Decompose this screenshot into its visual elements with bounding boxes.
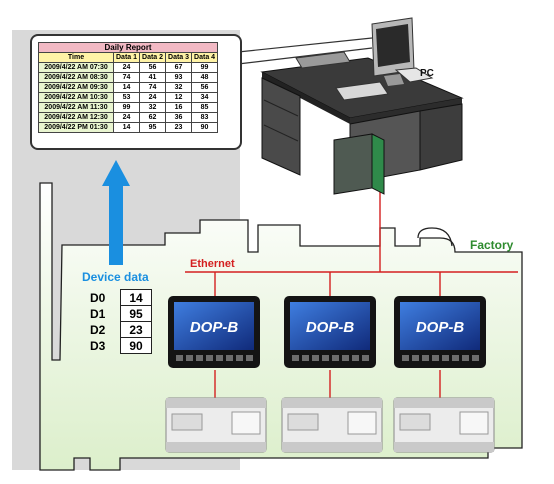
report-time: 2009/4/22 AM 12:30 xyxy=(38,112,114,123)
report-time: 2009/4/22 AM 07:30 xyxy=(38,62,114,73)
daily-report-callout: Daily Report Time Data 1 Data 2 Data 3 D… xyxy=(30,34,242,150)
report-title: Daily Report xyxy=(37,42,219,53)
report-time: 2009/4/22 AM 09:30 xyxy=(38,82,114,93)
report-time: 2009/4/22 AM 10:30 xyxy=(38,92,114,103)
report-value: 32 xyxy=(139,102,167,113)
list-item: D2 23 xyxy=(86,321,152,338)
factory-dome xyxy=(417,227,453,247)
ethernet-label: Ethernet xyxy=(190,258,235,270)
report-value: 24 xyxy=(112,112,141,123)
report-value: 56 xyxy=(191,82,219,93)
register-value: 14 xyxy=(120,289,152,306)
report-value: 93 xyxy=(165,72,193,83)
plc-module-icon xyxy=(165,397,267,453)
register-name: D3 xyxy=(90,338,106,353)
report-value: 16 xyxy=(165,102,193,113)
report-header: Data 4 xyxy=(191,52,219,63)
hmi-panel-icon: DOP-B xyxy=(394,296,486,368)
table-row: 2009/4/22 AM 10:30 53 24 12 34 xyxy=(38,92,219,103)
report-value: 99 xyxy=(112,102,141,113)
plc-module-icon xyxy=(281,397,383,453)
report-value: 41 xyxy=(139,72,167,83)
report-value: 14 xyxy=(112,82,141,93)
report-value: 99 xyxy=(191,62,219,73)
report-value: 53 xyxy=(112,92,141,103)
report-value: 14 xyxy=(112,122,141,133)
hmi-logo: DOP-B xyxy=(306,319,355,336)
register-name: D2 xyxy=(90,322,106,337)
register-value: 90 xyxy=(120,337,152,354)
report-value: 24 xyxy=(139,92,167,103)
report-value: 67 xyxy=(165,62,193,73)
report-value: 85 xyxy=(191,102,219,113)
upload-arrow-icon xyxy=(102,160,130,265)
report-time: 2009/4/22 AM 11:30 xyxy=(38,102,114,113)
device-data-table: D0 14 D1 95 D2 23 D3 90 xyxy=(86,289,152,354)
hmi-panel-icon: DOP-B xyxy=(168,296,260,368)
list-item: D0 14 xyxy=(86,289,152,306)
device-data-label: Device data xyxy=(82,270,149,284)
daily-report-table: Daily Report Time Data 1 Data 2 Data 3 D… xyxy=(37,42,219,133)
report-time: 2009/4/22 PM 01:30 xyxy=(38,122,114,133)
register-value: 23 xyxy=(120,321,152,338)
report-value: 95 xyxy=(139,122,167,133)
report-value: 34 xyxy=(191,92,219,103)
table-row: 2009/4/22 AM 09:30 14 74 32 56 xyxy=(38,82,219,93)
desktop-pc-icon xyxy=(260,17,464,195)
register-name: D0 xyxy=(90,290,106,305)
report-value: 23 xyxy=(165,122,193,133)
report-time: 2009/4/22 AM 08:30 xyxy=(38,72,114,83)
report-value: 36 xyxy=(165,112,193,123)
report-value: 24 xyxy=(112,62,141,73)
report-value: 74 xyxy=(139,82,167,93)
report-header: Data 1 xyxy=(112,52,141,63)
report-value: 90 xyxy=(191,122,219,133)
table-row: 2009/4/22 AM 12:30 24 62 36 83 xyxy=(38,112,219,123)
table-row: 2009/4/22 PM 01:30 14 95 23 90 xyxy=(38,122,219,133)
report-value: 48 xyxy=(191,72,219,83)
hmi-panel-icon: DOP-B xyxy=(284,296,376,368)
table-row: 2009/4/22 AM 07:30 24 56 67 99 xyxy=(38,62,219,73)
report-value: 62 xyxy=(139,112,167,123)
report-value: 74 xyxy=(112,72,141,83)
ethernet-lines xyxy=(185,190,518,400)
report-header: Data 3 xyxy=(165,52,193,63)
hmi-logo: DOP-B xyxy=(416,319,465,336)
list-item: D3 90 xyxy=(86,337,152,354)
report-value: 83 xyxy=(191,112,219,123)
report-header: Time xyxy=(38,52,114,63)
plc-module-icon xyxy=(393,397,495,453)
list-item: D1 95 xyxy=(86,305,152,322)
report-value: 12 xyxy=(165,92,193,103)
report-value: 56 xyxy=(139,62,167,73)
register-value: 95 xyxy=(120,305,152,322)
report-header: Data 2 xyxy=(139,52,167,63)
table-row: 2009/4/22 AM 11:30 99 32 16 85 xyxy=(38,102,219,113)
factory-label: Factory xyxy=(470,238,514,252)
callout-pointer xyxy=(237,37,373,65)
register-name: D1 xyxy=(90,306,106,321)
report-value: 32 xyxy=(165,82,193,93)
table-row: 2009/4/22 AM 08:30 74 41 93 48 xyxy=(38,72,219,83)
pc-label: PC xyxy=(420,68,434,79)
hmi-logo: DOP-B xyxy=(190,319,239,336)
